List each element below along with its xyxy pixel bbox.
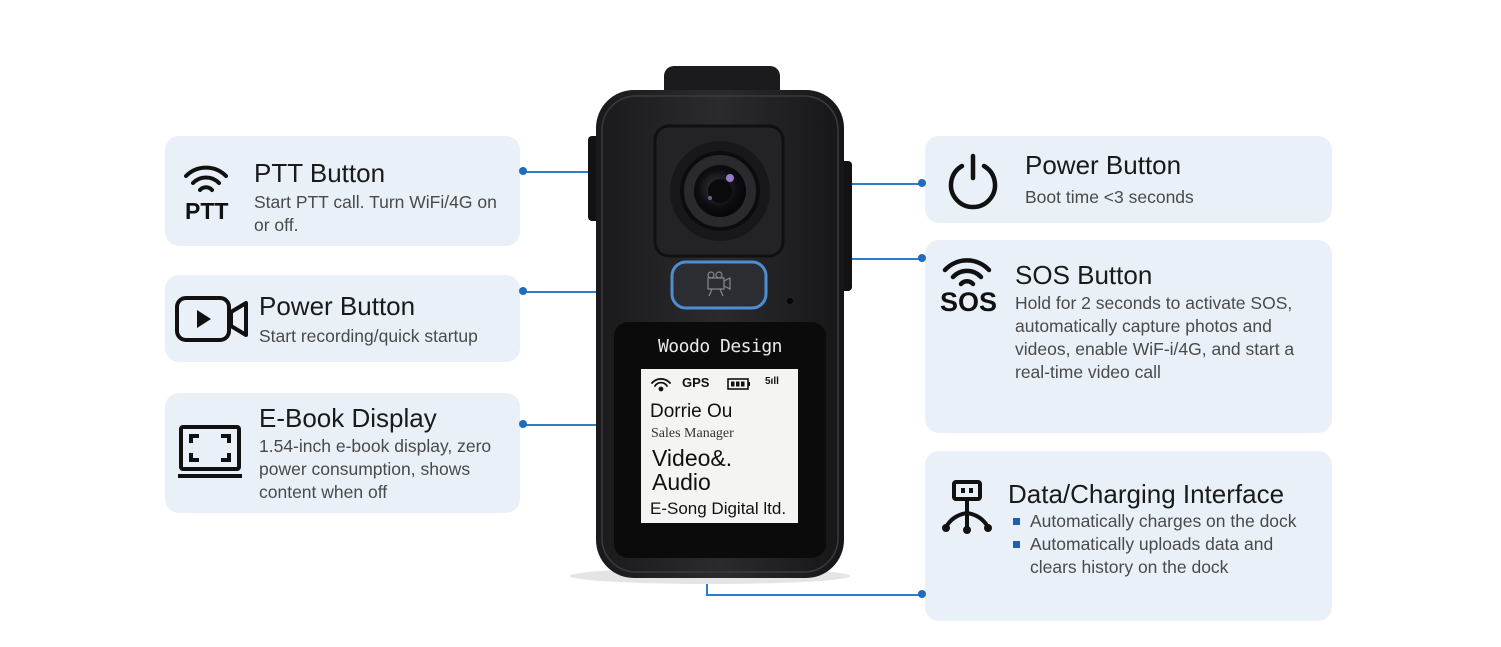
device-body-graphic (570, 66, 852, 584)
sos-feature-card: SOS SOS Button Hold for 2 seconds to act… (925, 240, 1332, 433)
power-description: Boot time <3 seconds (1025, 187, 1194, 207)
device-line2-label: Audio (652, 469, 711, 495)
display-icon (178, 425, 242, 478)
ebook-description: 1.54-inch e-book display, zero power con… (259, 436, 492, 502)
device-role-label: Sales Manager (651, 426, 734, 441)
ptt-connector-line (523, 171, 590, 173)
sos-description: Hold for 2 seconds to activate SOS, auto… (1015, 293, 1295, 382)
ptt-feature-card: PTT PTT Button Start PTT call. Turn WiFi… (165, 136, 520, 246)
data-charging-bullet-2: Automatically uploads data and clears hi… (1013, 533, 1303, 579)
device-company-label: E-Song Digital ltd. (650, 499, 787, 518)
ptt-description: Start PTT call. Turn WiFi/4G on or off. (254, 192, 497, 235)
data-connector-horizontal (706, 594, 922, 596)
ptt-title: PTT Button (254, 158, 386, 188)
record-description: Start recording/quick startup (259, 326, 478, 346)
power-icon (948, 153, 998, 210)
device-brand-label: Woodo Design (657, 336, 783, 357)
data-charging-title: Data/Charging Interface (1008, 479, 1285, 509)
device-gps-label: GPS (682, 375, 710, 390)
sos-wifi-icon (942, 258, 992, 287)
video-camera-icon (175, 296, 248, 342)
ptt-connector-dot (519, 167, 527, 175)
sos-connector-dot (918, 254, 926, 262)
record-feature-card: Power Button Start recording/quick start… (165, 275, 520, 362)
data-connector-vertical (706, 578, 708, 595)
data-charging-bullet-1: Automatically charges on the dock (1013, 510, 1303, 533)
power-title: Power Button (1025, 150, 1182, 180)
power-feature-card: Power Button Boot time <3 seconds (925, 136, 1332, 223)
data-charging-bullets: Automatically charges on the dock Automa… (1013, 510, 1303, 579)
sos-title: SOS Button (1015, 260, 1153, 290)
sos-icon-label: SOS (940, 287, 998, 317)
ptt-icon-label: PTT (185, 198, 229, 224)
ptt-wifi-icon (184, 165, 228, 192)
sos-connector-line (850, 258, 922, 260)
ebook-feature-card: E-Book Display 1.54-inch e-book display,… (165, 393, 520, 513)
record-title: Power Button (259, 291, 416, 321)
power-connector-dot (918, 179, 926, 187)
device-name-label: Dorrie Ou (650, 401, 733, 422)
record-connector-dot (519, 287, 527, 295)
data-charging-feature-card: Data/Charging Interface Automatically ch… (925, 451, 1332, 621)
power-connector-line (850, 183, 922, 185)
device-signal-label: 5ıll (765, 376, 779, 387)
usb-connector-icon (942, 480, 992, 534)
ebook-connector-dot (519, 420, 527, 428)
data-connector-dot (918, 590, 926, 598)
ebook-title: E-Book Display (259, 403, 437, 433)
device-line1-label: Video&. (652, 445, 733, 471)
body-camera-device: Woodo Design GPS 5ıll Dorrie Ou Sales Ma… (560, 66, 860, 586)
ebook-connector-line (523, 424, 643, 426)
